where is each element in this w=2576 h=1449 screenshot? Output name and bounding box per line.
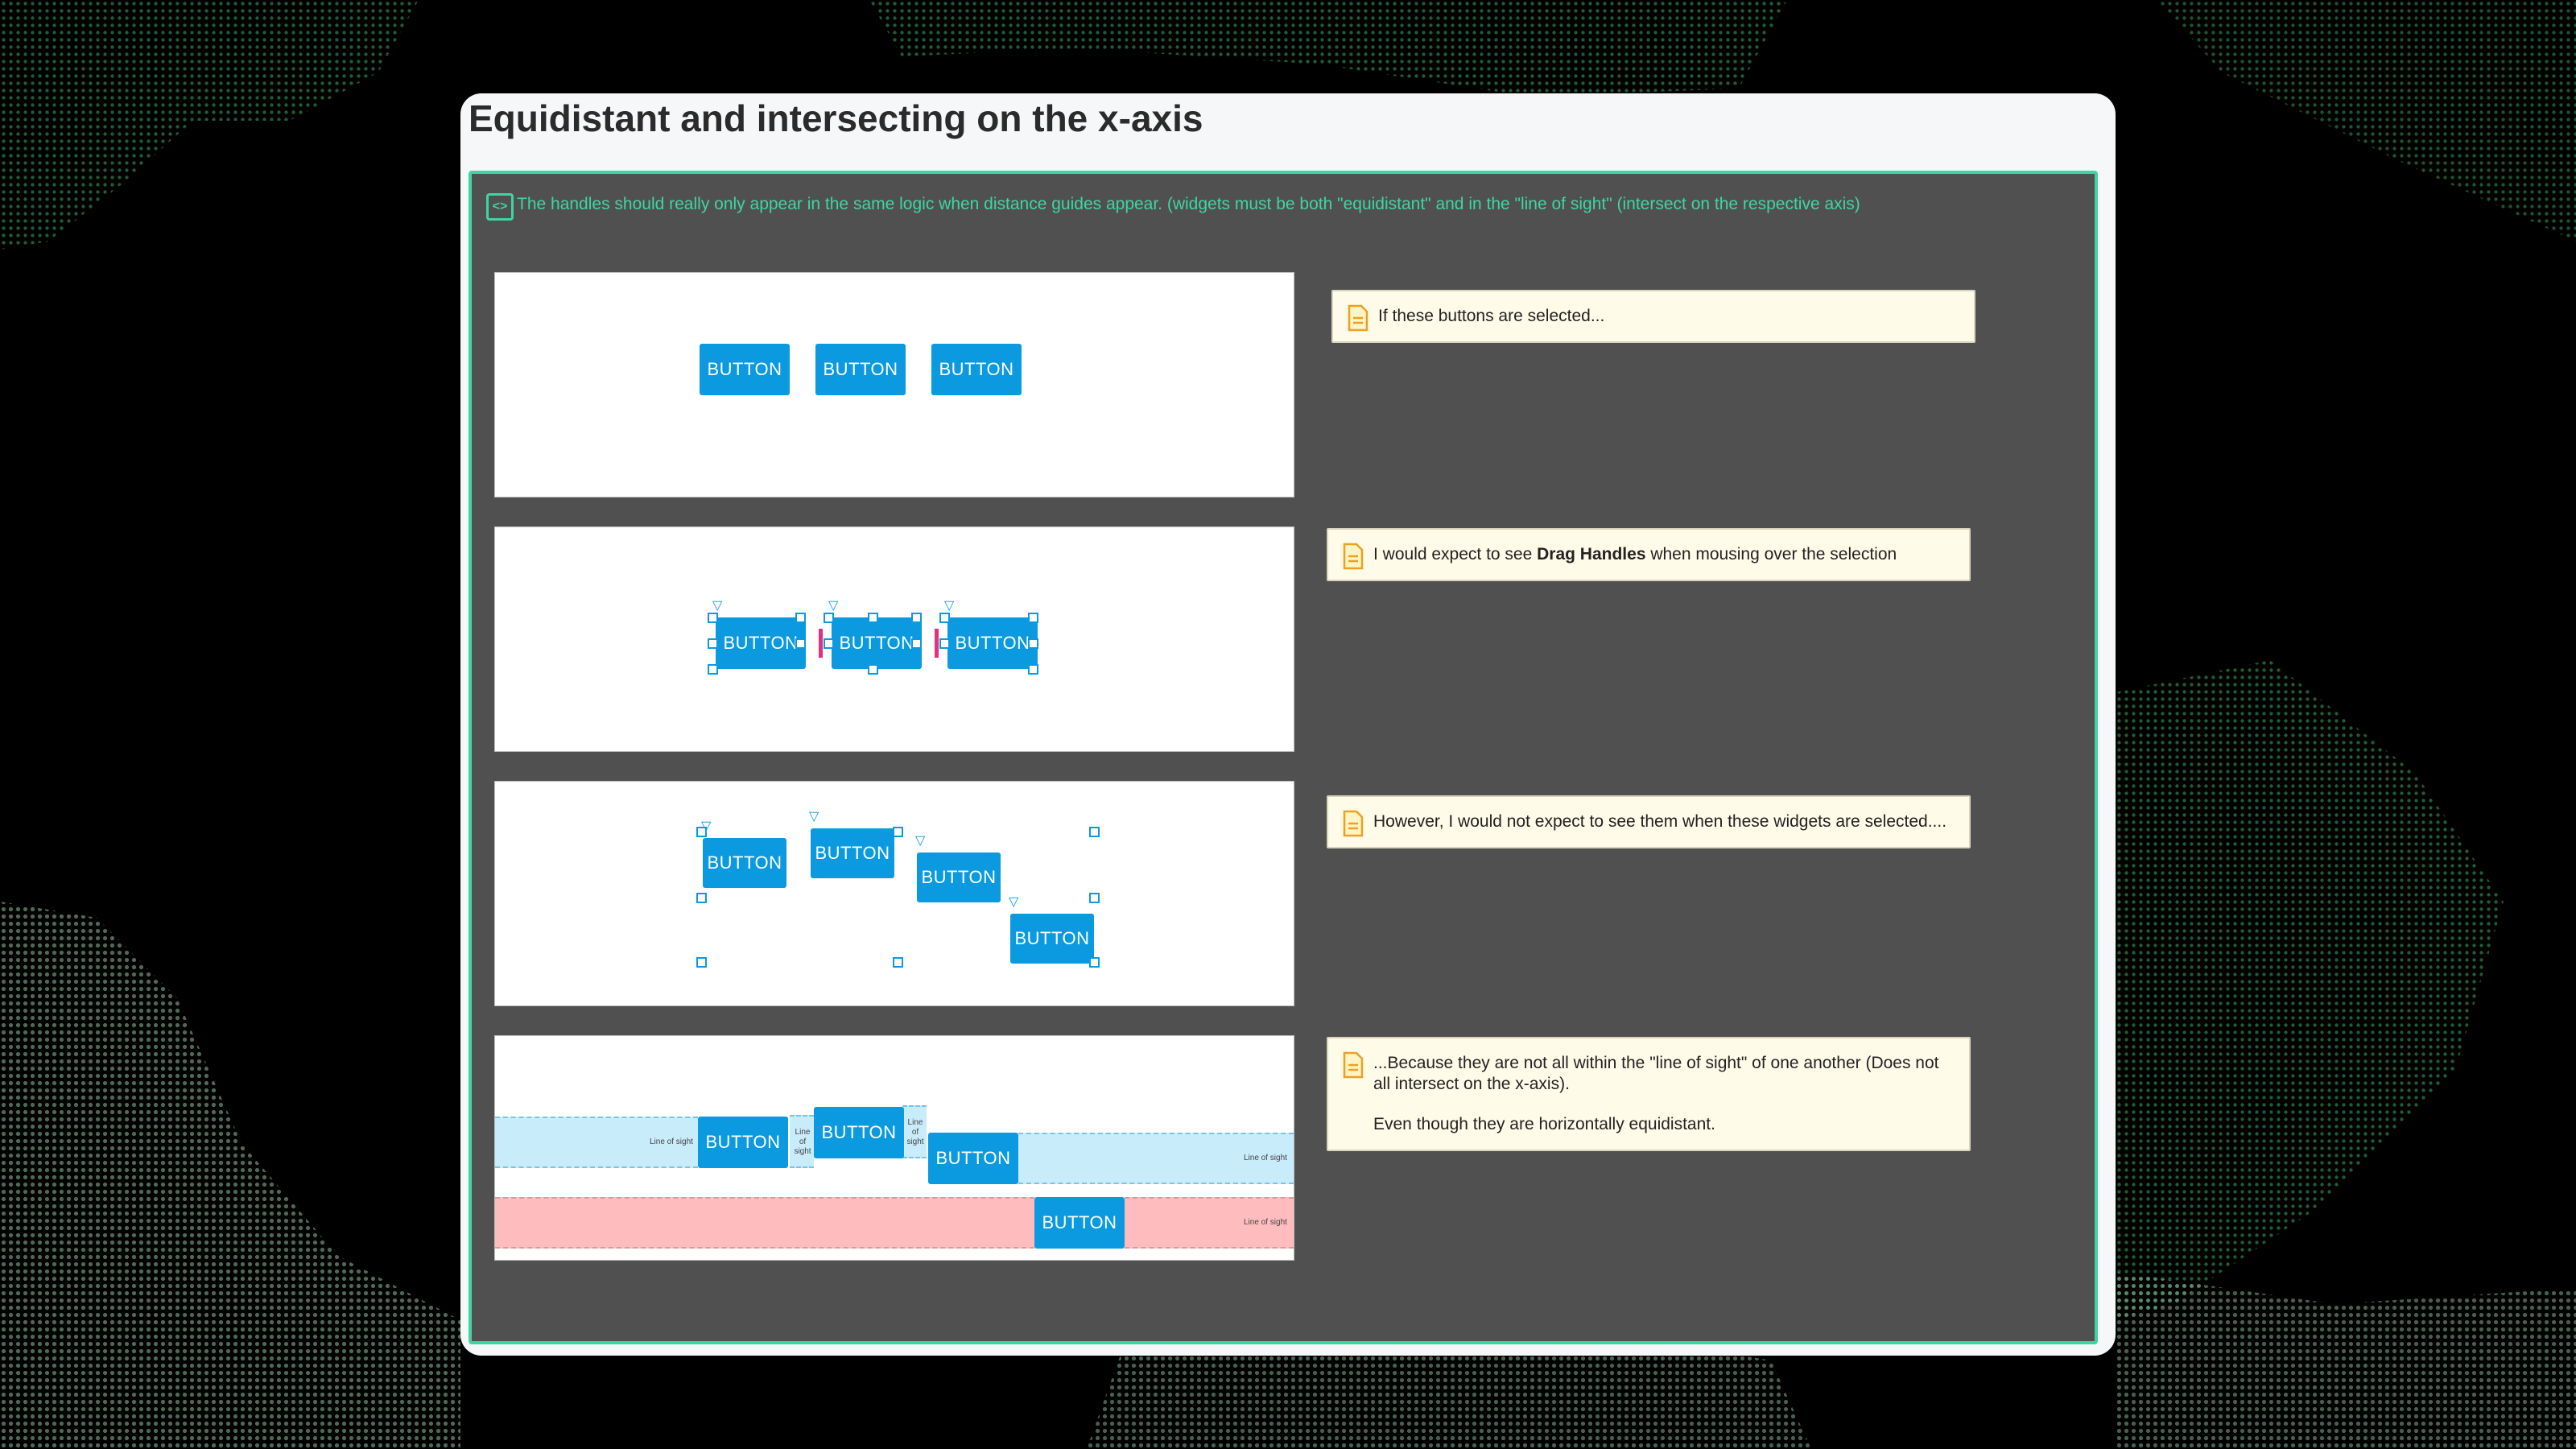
- panel-line-of-sight: Line of sight Line of sight Line of sigh…: [494, 1035, 1294, 1261]
- selection-handle[interactable]: [708, 638, 718, 649]
- note-text: If these buttons are selected...: [1378, 307, 1605, 325]
- sticky-note[interactable]: ...Because they are not all within the "…: [1327, 1037, 1971, 1151]
- line-of-sight-label: Line of sight: [794, 1128, 811, 1156]
- selection-handle[interactable]: [893, 957, 903, 968]
- button-widget[interactable]: BUTTON: [703, 838, 786, 888]
- selection-handle[interactable]: [1028, 664, 1038, 675]
- code-icon: <>: [486, 193, 514, 221]
- button-widget[interactable]: BUTTON: [917, 852, 1001, 902]
- note-text: Even though they are horizontally equidi…: [1373, 1115, 1715, 1133]
- line-of-sight-band: [1018, 1133, 1294, 1184]
- selection-handle[interactable]: [868, 664, 878, 675]
- button-widget[interactable]: BUTTON: [815, 344, 906, 395]
- button-widget[interactable]: BUTTON: [928, 1133, 1018, 1184]
- button-widget[interactable]: BUTTON: [814, 1107, 904, 1158]
- panel-selected-buttons: BUTTON BUTTON BUTTON: [494, 272, 1294, 497]
- selection-handle[interactable]: [824, 613, 834, 623]
- selection-handle[interactable]: [1028, 613, 1038, 623]
- note-text-bold: Drag Handles: [1537, 545, 1646, 564]
- content-frame: <> The handles should really only appear…: [469, 171, 2098, 1344]
- button-widget[interactable]: BUTTON: [947, 617, 1038, 669]
- triangle-down-icon[interactable]: ▽: [915, 834, 926, 848]
- note-icon: [1348, 304, 1368, 332]
- sticky-note[interactable]: If these buttons are selected...: [1331, 290, 1975, 343]
- button-widget[interactable]: BUTTON: [832, 617, 922, 669]
- selection-handle[interactable]: [939, 613, 950, 623]
- description-row: <> The handles should really only appear…: [486, 188, 1860, 221]
- selection-handle[interactable]: [911, 613, 922, 623]
- note-icon: [1343, 543, 1364, 570]
- selection-handle[interactable]: [868, 613, 878, 623]
- selection-handle[interactable]: [696, 957, 707, 968]
- selection-handle[interactable]: [824, 638, 834, 649]
- button-widget[interactable]: BUTTON: [716, 617, 806, 669]
- selection-handle[interactable]: [911, 638, 922, 649]
- triangle-down-icon[interactable]: ▽: [809, 810, 819, 824]
- button-widget[interactable]: BUTTON: [1010, 914, 1094, 964]
- line-of-sight-label: Line of sight: [650, 1137, 693, 1146]
- triangle-down-icon[interactable]: ▽: [944, 599, 955, 613]
- triangle-down-icon[interactable]: ▽: [1009, 895, 1019, 909]
- button-widget[interactable]: BUTTON: [698, 1117, 788, 1168]
- selection-handle[interactable]: [1028, 638, 1038, 649]
- sticky-note[interactable]: I would expect to see Drag Handles when …: [1327, 528, 1971, 581]
- selection-handle[interactable]: [795, 638, 806, 649]
- line-of-sight-label: Line of sight: [1244, 1218, 1287, 1227]
- selection-handle[interactable]: [708, 613, 718, 623]
- line-of-sight-label: Line of sight: [906, 1118, 924, 1146]
- line-of-sight-band: [790, 1115, 814, 1168]
- line-of-sight-label: Line of sight: [1244, 1154, 1287, 1162]
- distance-guide: [819, 629, 823, 658]
- description-text: The handles should really only appear in…: [517, 195, 1860, 213]
- selection-handle[interactable]: [1089, 957, 1100, 968]
- line-of-sight-band: [495, 1197, 1034, 1249]
- line-of-sight-band: [495, 1117, 698, 1168]
- line-of-sight-band: [1125, 1197, 1294, 1249]
- triangle-down-icon[interactable]: ▽: [828, 599, 839, 613]
- line-of-sight-band: [902, 1105, 927, 1158]
- note-icon: [1343, 1051, 1364, 1079]
- distance-guide: [935, 629, 939, 658]
- panel-staggered-selection: BUTTON BUTTON BUTTON BUTTON ▽ ▽ ▽ ▽: [494, 781, 1294, 1006]
- selection-handle[interactable]: [1089, 893, 1100, 903]
- button-widget[interactable]: BUTTON: [1034, 1197, 1125, 1249]
- triangle-down-icon[interactable]: ▽: [712, 599, 723, 613]
- note-text: However, I would not expect to see them …: [1373, 812, 1947, 831]
- selection-handle[interactable]: [795, 613, 806, 623]
- note-text: ...Because they are not all within the "…: [1373, 1054, 1939, 1093]
- selection-handle[interactable]: [696, 893, 707, 903]
- content-card: Equidistant and intersecting on the x-ax…: [460, 93, 2116, 1356]
- note-text: I would expect to see: [1373, 545, 1538, 564]
- sticky-note[interactable]: However, I would not expect to see them …: [1327, 795, 1971, 848]
- page-title: Equidistant and intersecting on the x-ax…: [469, 97, 1203, 139]
- button-widget[interactable]: BUTTON: [700, 344, 790, 395]
- note-icon: [1343, 810, 1364, 837]
- selection-handle[interactable]: [696, 827, 707, 837]
- button-widget[interactable]: BUTTON: [811, 828, 894, 878]
- panel-drag-handles: BUTTON BUTTON BUTTON ▽ ▽ ▽: [494, 526, 1294, 752]
- note-text: when mousing over the selection: [1645, 545, 1897, 564]
- selection-handle[interactable]: [939, 638, 950, 649]
- selection-handle[interactable]: [1089, 827, 1100, 837]
- button-widget[interactable]: BUTTON: [931, 344, 1022, 395]
- selection-handle[interactable]: [893, 827, 903, 837]
- selection-handle[interactable]: [708, 664, 718, 675]
